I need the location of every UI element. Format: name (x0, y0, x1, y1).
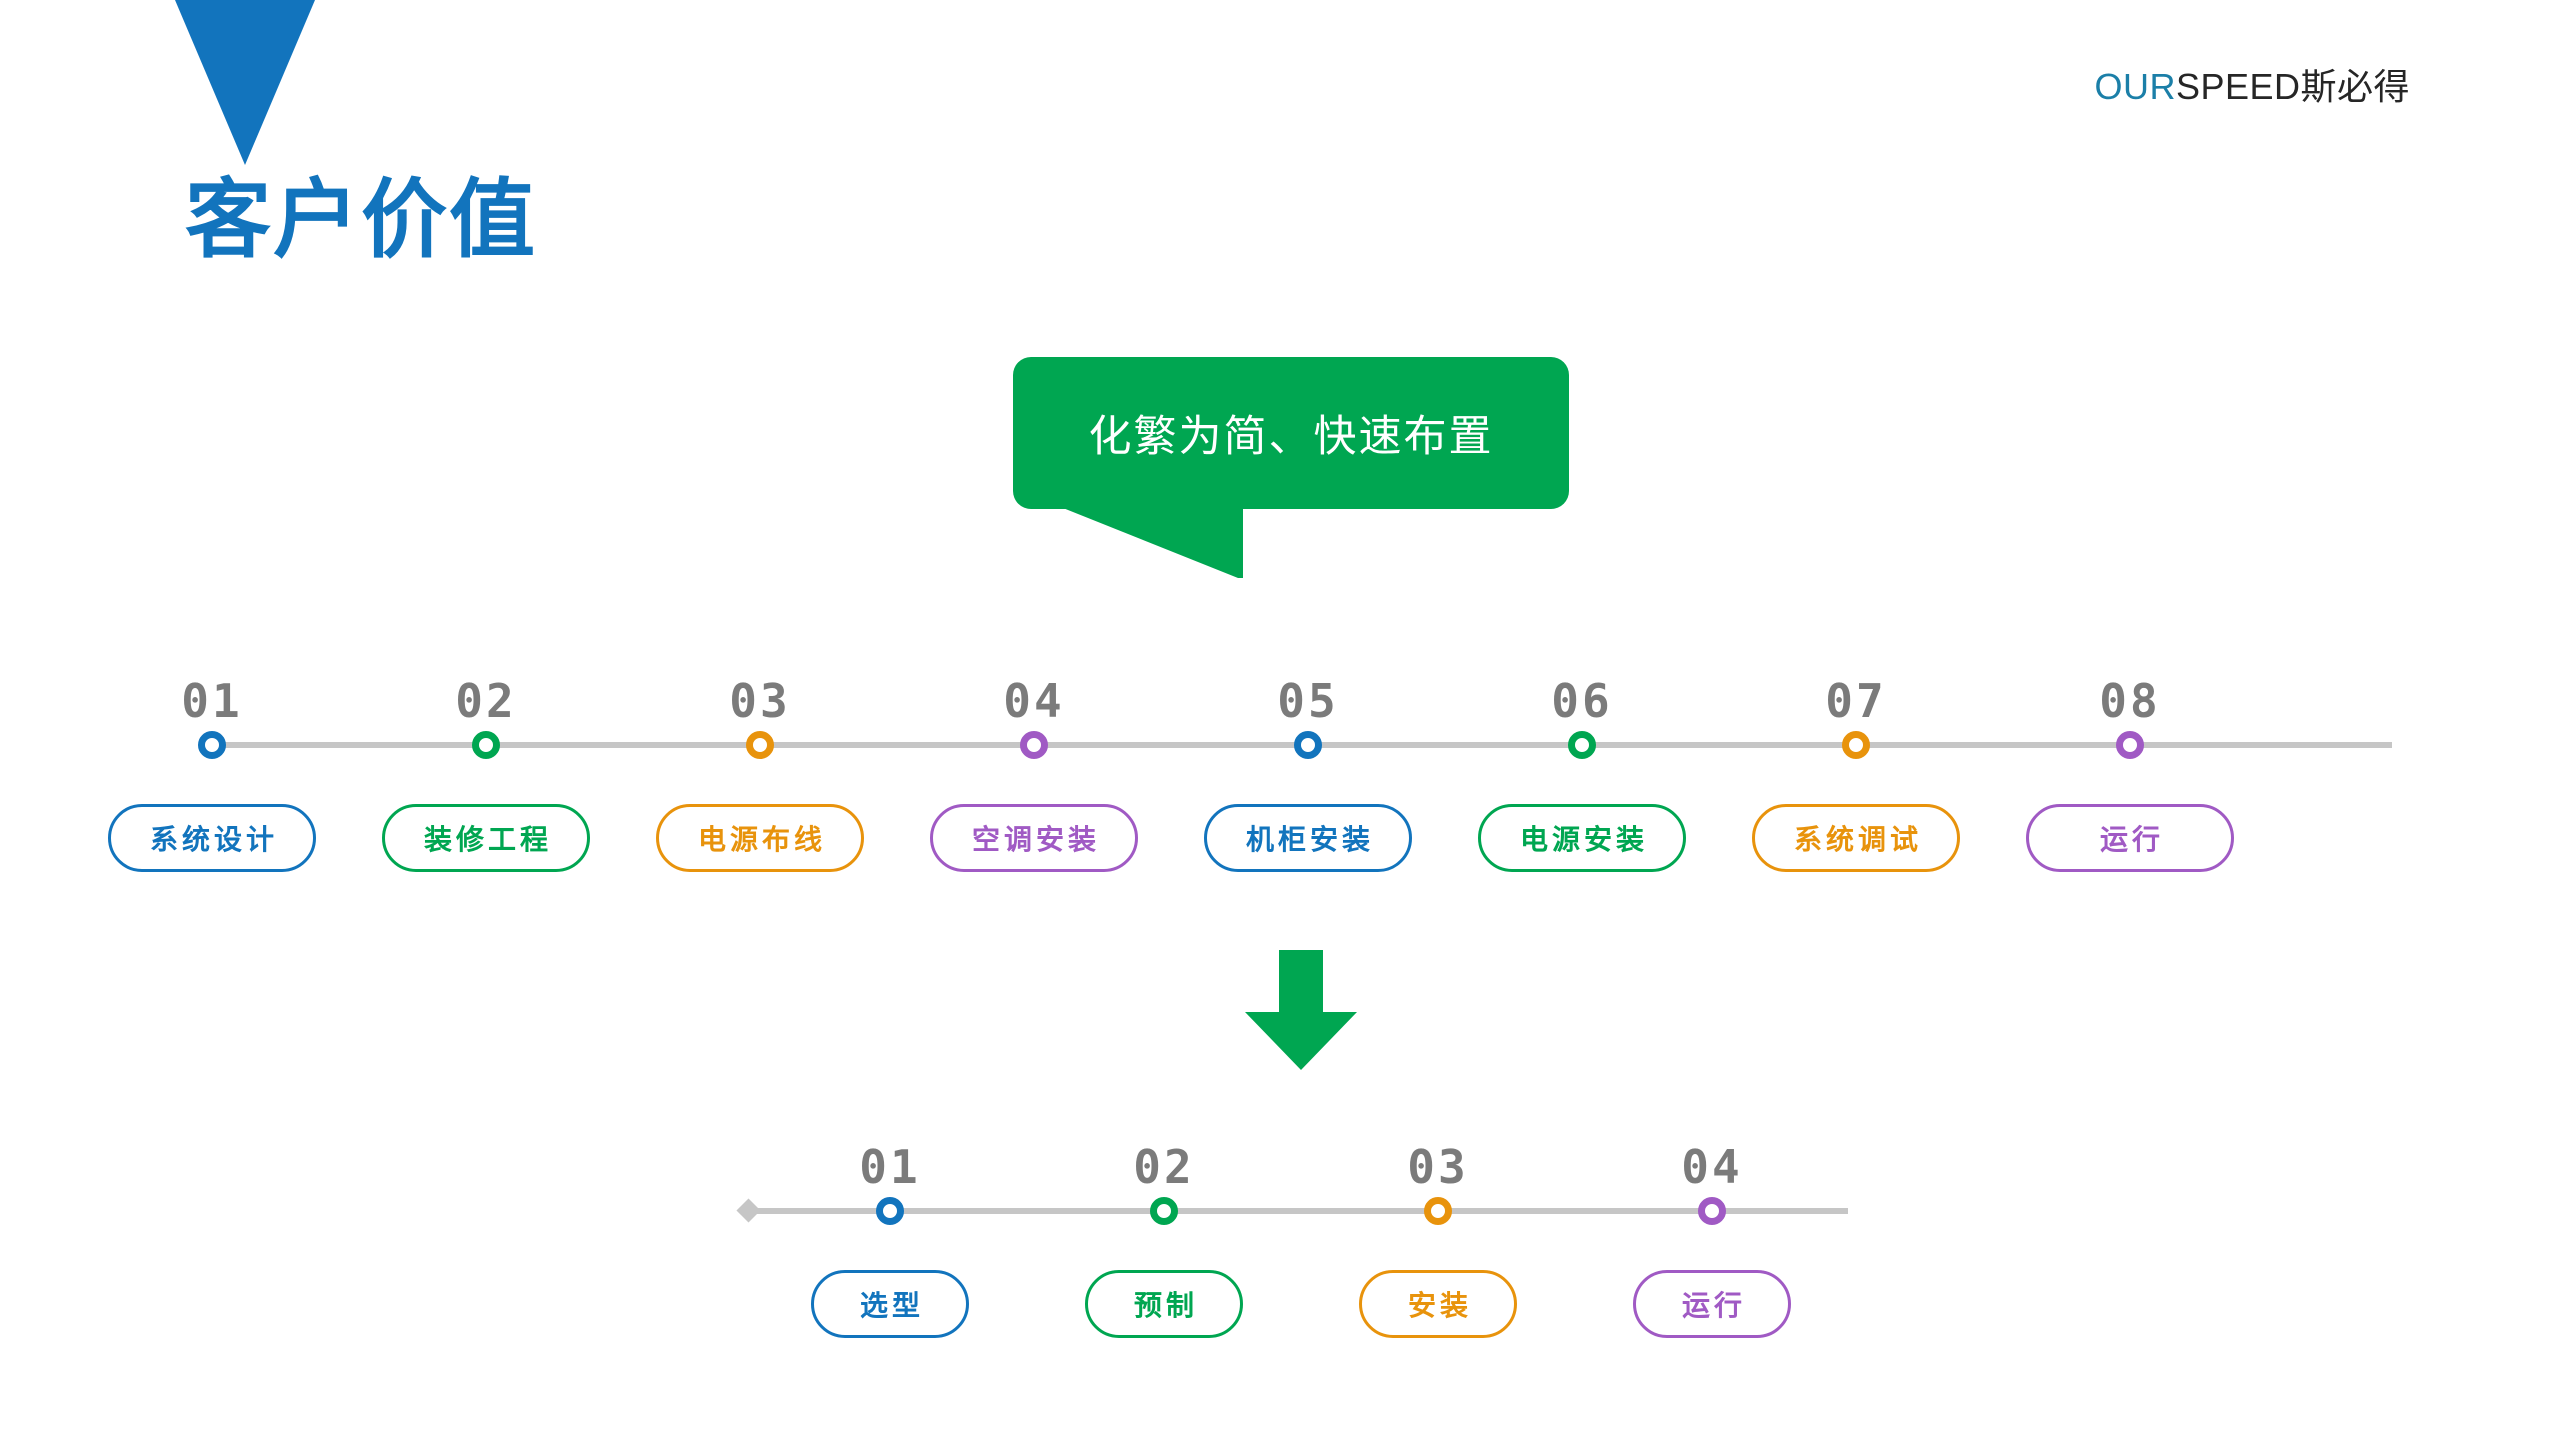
step-number: 03 (1407, 1140, 1469, 1194)
step-label: 机柜安装 (1245, 823, 1374, 856)
step-label: 系统调试 (1793, 823, 1922, 856)
step-label-pill[interactable]: 系统调试 (1752, 804, 1960, 872)
step-label: 电源布线 (697, 823, 826, 856)
down-arrow-icon (1245, 950, 1357, 1070)
step-dot-icon (472, 731, 500, 759)
step-label-pill[interactable]: 电源布线 (656, 804, 864, 872)
step-dot-icon (1842, 731, 1870, 759)
step-label: 电源安装 (1519, 823, 1648, 856)
step-number: 04 (1681, 1140, 1743, 1194)
step-label: 运行 (1681, 1289, 1746, 1322)
step-number: 03 (729, 674, 791, 728)
step-dot-icon (1294, 731, 1322, 759)
step-label-pill[interactable]: 装修工程 (382, 804, 590, 872)
timeline-axis (748, 1208, 1848, 1214)
decorative-triangle (175, 0, 315, 165)
step-dot-icon (1568, 731, 1596, 759)
step-label-pill[interactable]: 运行 (1633, 1270, 1791, 1338)
step-label: 装修工程 (423, 823, 552, 856)
step-label: 运行 (2099, 823, 2164, 856)
page-title: 客户价值 (185, 170, 537, 270)
step-label-pill[interactable]: 安装 (1359, 1270, 1517, 1338)
step-dot-icon (876, 1197, 904, 1225)
step-dot-icon (1150, 1197, 1178, 1225)
step-dot-icon (1424, 1197, 1452, 1225)
step-label: 空调安装 (971, 823, 1100, 856)
step-label-pill[interactable]: 系统设计 (108, 804, 316, 872)
step-label-pill[interactable]: 电源安装 (1478, 804, 1686, 872)
step-number: 07 (1825, 674, 1887, 728)
step-number: 01 (859, 1140, 921, 1194)
step-number: 01 (181, 674, 243, 728)
callout-text: 化繁为简、快速布置 (1088, 412, 1494, 462)
timeline-axis-start-marker (736, 1198, 761, 1223)
step-dot-icon (198, 731, 226, 759)
step-label: 安装 (1407, 1289, 1472, 1322)
step-label-pill[interactable]: 选型 (811, 1270, 969, 1338)
step-number: 05 (1277, 674, 1339, 728)
step-dot-icon (746, 731, 774, 759)
step-label-pill[interactable]: 空调安装 (930, 804, 1138, 872)
brand-logo-accent: OUR (2094, 66, 2176, 107)
brand-logo: OURSPEED斯必得 (2094, 58, 2410, 110)
step-label: 预制 (1133, 1289, 1198, 1322)
step-number: 08 (2099, 674, 2161, 728)
callout-tail (1063, 508, 1243, 578)
step-label-pill[interactable]: 机柜安装 (1204, 804, 1412, 872)
step-label-pill[interactable]: 运行 (2026, 804, 2234, 872)
step-dot-icon (1698, 1197, 1726, 1225)
step-number: 02 (1133, 1140, 1195, 1194)
step-dot-icon (1020, 731, 1048, 759)
step-number: 06 (1551, 674, 1613, 728)
step-dot-icon (2116, 731, 2144, 759)
step-number: 04 (1003, 674, 1065, 728)
step-number: 02 (455, 674, 517, 728)
step-label: 系统设计 (149, 823, 278, 856)
brand-logo-rest: SPEED斯必得 (2175, 66, 2410, 107)
step-label: 选型 (859, 1289, 924, 1322)
step-label-pill[interactable]: 预制 (1085, 1270, 1243, 1338)
callout-bubble: 化繁为简、快速布置 (1013, 357, 1569, 509)
